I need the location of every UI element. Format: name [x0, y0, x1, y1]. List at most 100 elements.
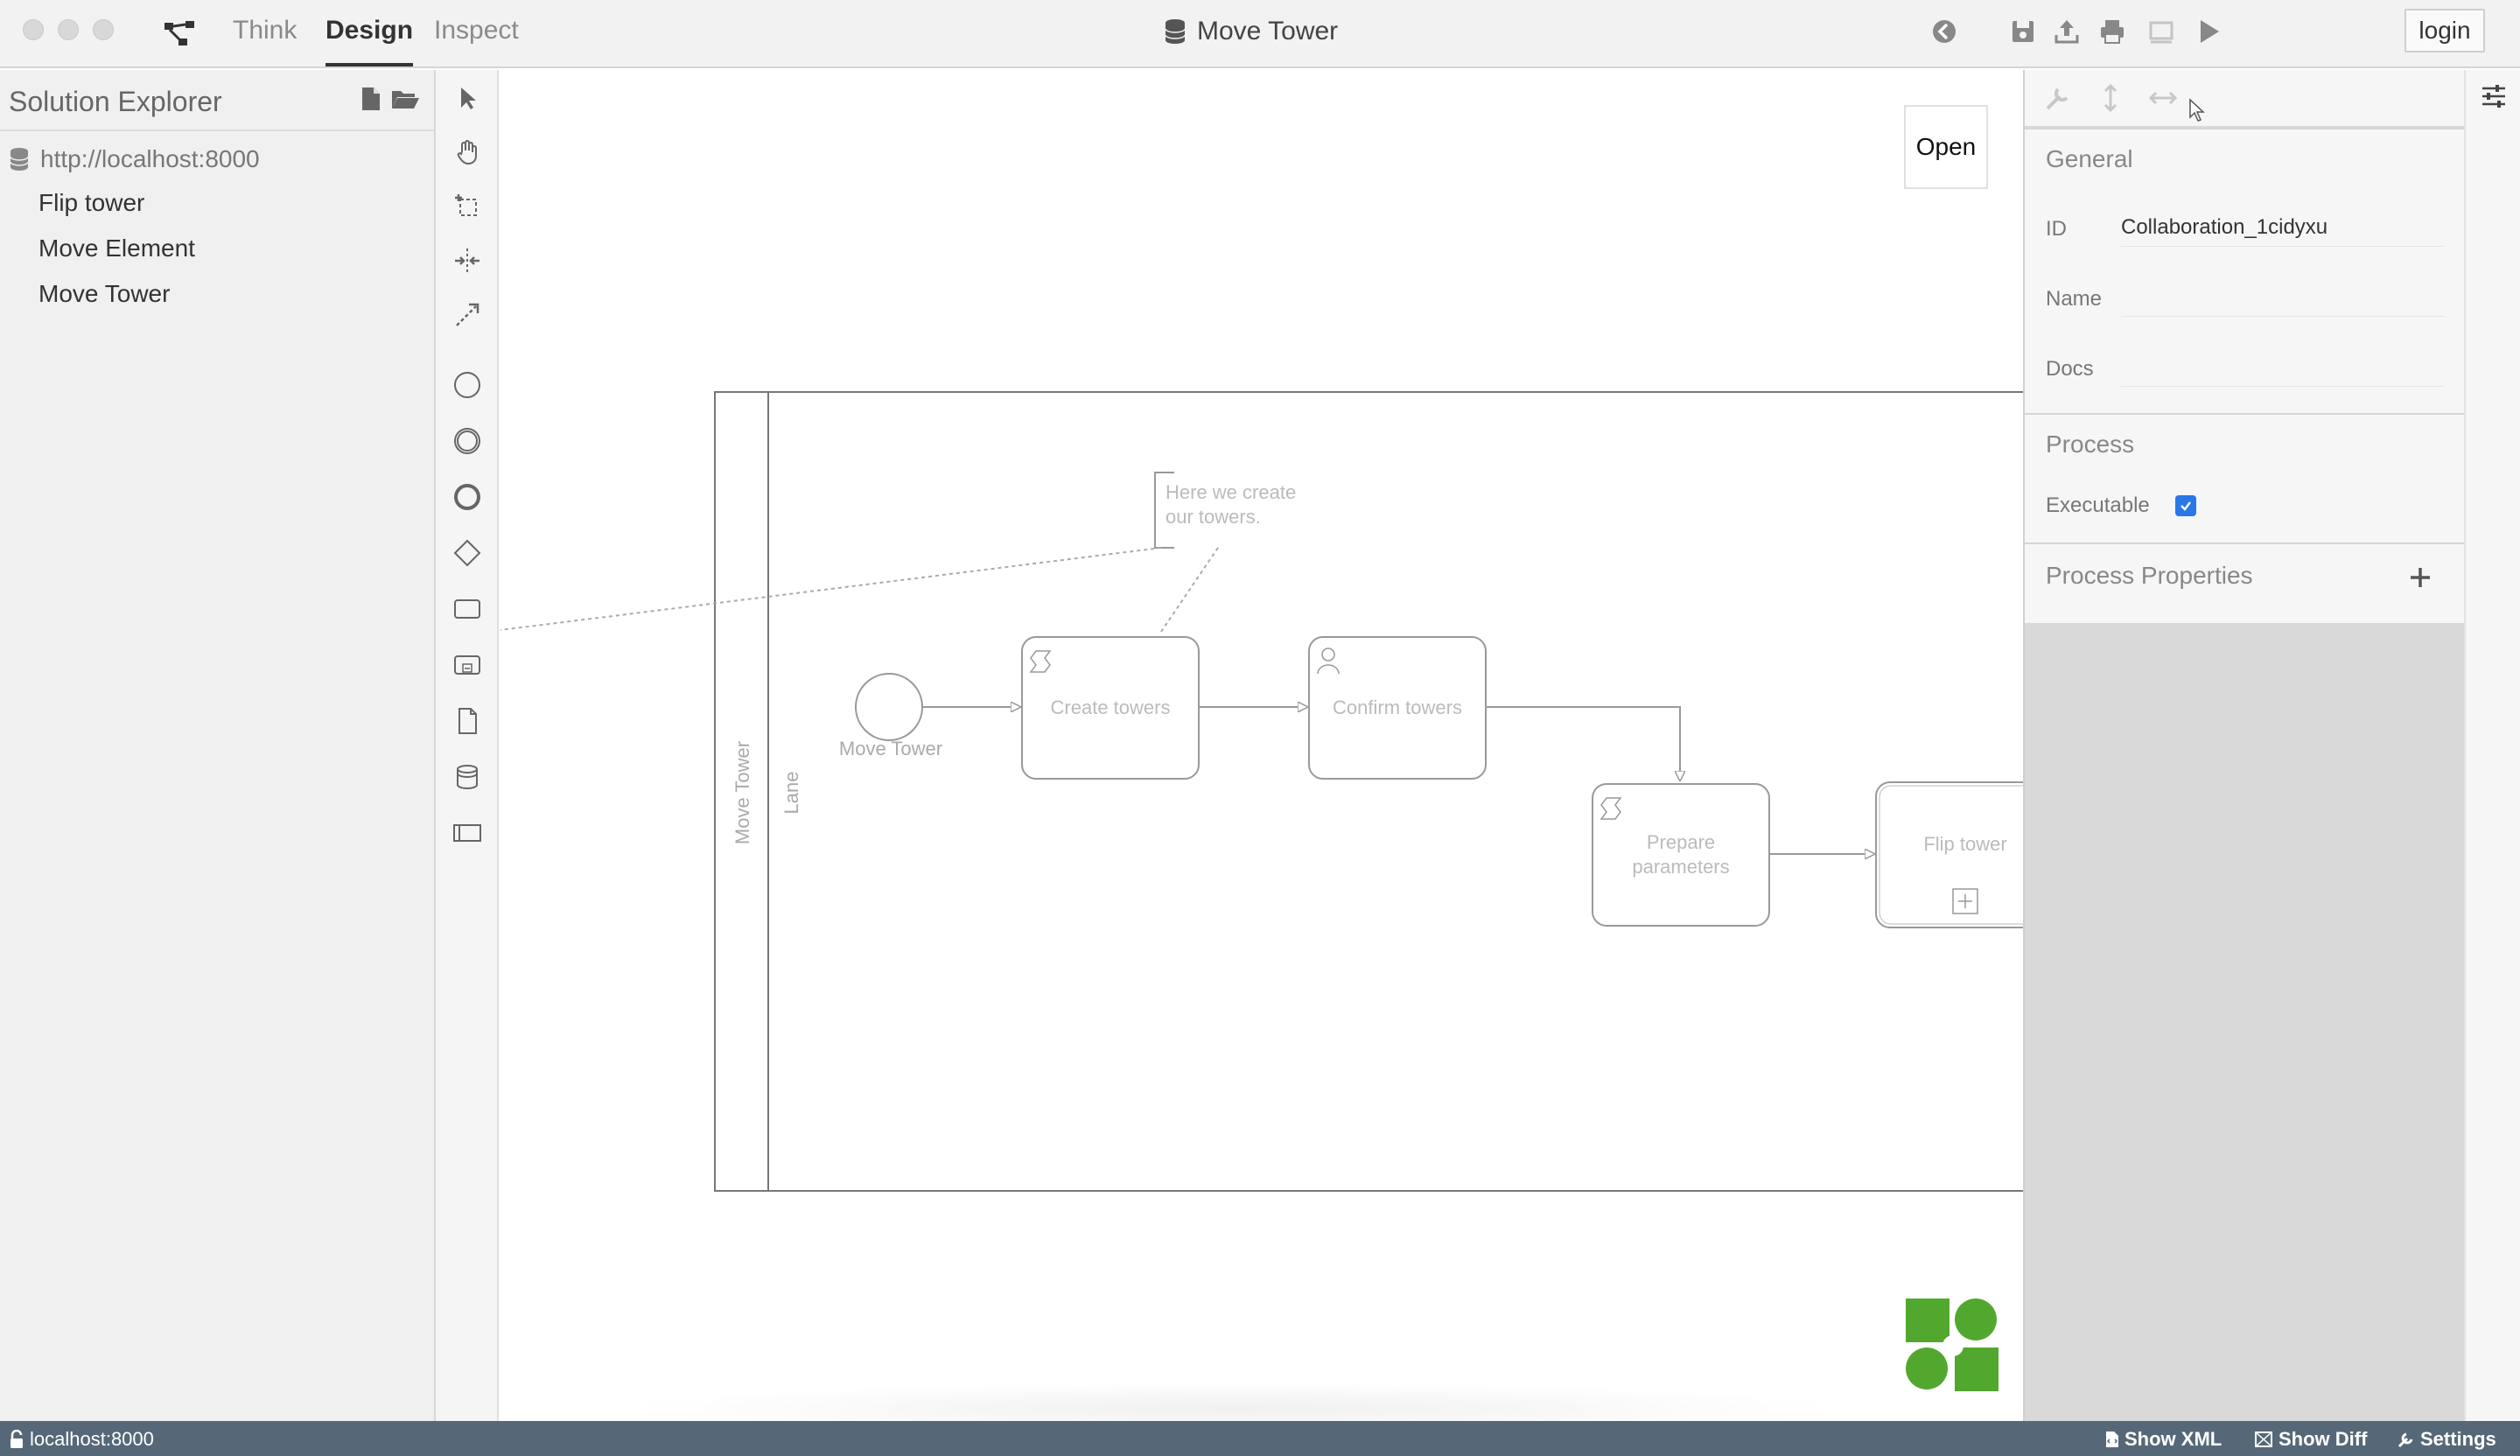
- tab-think[interactable]: Think: [233, 16, 298, 45]
- pointer-tool-icon[interactable]: [448, 79, 486, 117]
- start-event[interactable]: Move Tower: [839, 673, 942, 760]
- bpmn-io-logo[interactable]: [1904, 1297, 2000, 1393]
- space-tool-icon[interactable]: [448, 242, 486, 280]
- id-field[interactable]: Collaboration_1cidyxu: [2121, 210, 2445, 247]
- data-store-tool-icon[interactable]: [448, 758, 486, 796]
- id-label: ID: [2046, 217, 2067, 241]
- name-label: Name: [2046, 287, 2103, 311]
- explorer-item-move-element[interactable]: Move Element: [38, 234, 195, 262]
- lasso-tool-icon[interactable]: [448, 187, 486, 226]
- open-folder-icon[interactable]: [390, 88, 420, 110]
- task-prepare-parameters[interactable]: Prepare parameters: [1592, 783, 1770, 927]
- bpmn-diagram: Move Tower Lane Here we create our tower…: [500, 391, 2023, 1192]
- save-icon[interactable]: [2007, 16, 2039, 47]
- diff-icon: [2255, 1432, 2272, 1447]
- process-title: Process: [2046, 430, 2135, 458]
- window-minimize-button[interactable]: [58, 19, 79, 40]
- data-object-tool-icon[interactable]: [448, 702, 486, 740]
- new-file-icon[interactable]: [360, 86, 382, 112]
- lane-label: Lane: [780, 772, 802, 815]
- sequence-flows: [922, 707, 1874, 854]
- app-logo-icon[interactable]: [163, 19, 198, 49]
- solution-explorer: Solution Explorer http://localhost:8000 …: [0, 70, 436, 1421]
- task-prepare-label-1: Prepare: [1647, 831, 1715, 853]
- name-field[interactable]: [2121, 280, 2445, 317]
- document-title: Move Tower: [1197, 17, 1339, 46]
- back-icon[interactable]: [1928, 16, 1960, 47]
- settings-label: Settings: [2420, 1428, 2496, 1450]
- server-url: http://localhost:8000: [40, 145, 260, 172]
- hand-tool-icon[interactable]: [448, 133, 486, 172]
- task-tool-icon[interactable]: [448, 590, 486, 628]
- show-diff-button[interactable]: Show Diff: [2254, 1428, 2367, 1451]
- connect-tool-icon[interactable]: [448, 296, 486, 334]
- checkmark-icon: [2180, 501, 2191, 511]
- intermediate-event-tool-icon[interactable]: [448, 422, 486, 460]
- docs-label: Docs: [2046, 357, 2094, 381]
- explorer-header: Solution Explorer: [0, 70, 434, 131]
- mouse-cursor-icon: [2189, 98, 2205, 122]
- status-server-label: localhost:8000: [30, 1428, 154, 1450]
- subprocess-flip-label: Flip tower: [1923, 833, 2006, 855]
- add-property-button[interactable]: [2403, 560, 2438, 595]
- script-icon: [1029, 650, 1052, 673]
- database-icon: [1165, 19, 1186, 44]
- upload-icon[interactable]: [2051, 16, 2082, 47]
- task-prepare-label-2: parameters: [1632, 856, 1729, 878]
- sliders-icon[interactable]: [2480, 82, 2508, 110]
- window-close-button[interactable]: [23, 19, 44, 40]
- connection-status[interactable]: localhost:8000: [9, 1428, 154, 1451]
- pool[interactable]: Move Tower Lane: [714, 391, 2023, 1192]
- plus-icon: [2411, 568, 2430, 587]
- wrench-icon: [2398, 1432, 2413, 1448]
- show-xml-button[interactable]: Show XML: [2105, 1428, 2222, 1451]
- executable-label: Executable: [2046, 494, 2150, 517]
- diagram-canvas[interactable]: Open Move Tower Lane Here we create our …: [500, 70, 2023, 1421]
- end-event-tool-icon[interactable]: [448, 478, 486, 516]
- general-title: General: [2046, 145, 2133, 172]
- show-xml-label: Show XML: [2124, 1428, 2222, 1450]
- section-general: General ID Collaboration_1cidyxu Name Do…: [2025, 128, 2464, 413]
- text-annotation[interactable]: Here we create our towers.: [500, 472, 1296, 633]
- print-icon[interactable]: [2096, 16, 2128, 47]
- lock-open-icon: [10, 1430, 23, 1448]
- panel-toggle-strip: [2464, 70, 2520, 1421]
- window-zoom-button[interactable]: [93, 19, 114, 40]
- properties-panel: General ID Collaboration_1cidyxu Name Do…: [2023, 70, 2464, 1421]
- explorer-item-flip-tower[interactable]: Flip tower: [38, 189, 145, 216]
- open-button[interactable]: Open: [1904, 105, 1988, 189]
- subprocess-flip-tower[interactable]: Flip tower: [1875, 781, 2023, 928]
- explorer-title: Solution Explorer: [9, 86, 222, 117]
- start-event-tool-icon[interactable]: [448, 366, 486, 404]
- gateway-tool-icon[interactable]: [448, 534, 486, 572]
- vertical-arrows-icon[interactable]: [2095, 82, 2126, 114]
- task-create-towers[interactable]: Create towers: [1021, 636, 1200, 780]
- wrench-icon[interactable]: [2042, 82, 2074, 114]
- horizontal-arrows-icon[interactable]: [2147, 82, 2179, 114]
- subprocess-tool-icon[interactable]: [448, 646, 486, 684]
- executable-checkbox[interactable]: [2175, 495, 2196, 516]
- login-button[interactable]: login: [2404, 9, 2485, 52]
- pool-tool-icon[interactable]: [448, 814, 486, 852]
- tab-inspect[interactable]: Inspect: [434, 16, 519, 45]
- explorer-server[interactable]: http://localhost:8000: [9, 145, 260, 173]
- deploy-icon[interactable]: [2146, 16, 2177, 47]
- task-create-label: Create towers: [1051, 696, 1171, 718]
- start-event-label: Move Tower: [839, 738, 942, 760]
- script-icon: [1600, 797, 1622, 820]
- play-icon[interactable]: [2193, 16, 2224, 47]
- task-confirm-towers[interactable]: Confirm towers: [1308, 636, 1487, 780]
- canvas-shadow: [623, 1382, 1848, 1421]
- docs-field[interactable]: [2121, 350, 2445, 387]
- settings-button[interactable]: Settings: [2398, 1428, 2496, 1451]
- tab-design[interactable]: Design: [326, 16, 414, 66]
- show-diff-label: Show Diff: [2278, 1428, 2368, 1450]
- status-bar: localhost:8000 Show XML Show Diff Settin…: [0, 1421, 2520, 1456]
- process-properties-title: Process Properties: [2046, 562, 2253, 589]
- user-icon: [1321, 648, 1335, 662]
- file-code-icon: [2106, 1432, 2118, 1447]
- properties-toolbar: [2025, 70, 2464, 126]
- explorer-item-move-tower[interactable]: Move Tower: [38, 280, 171, 307]
- section-process-properties: Process Properties: [2025, 542, 2464, 623]
- task-confirm-label: Confirm towers: [1333, 696, 1462, 718]
